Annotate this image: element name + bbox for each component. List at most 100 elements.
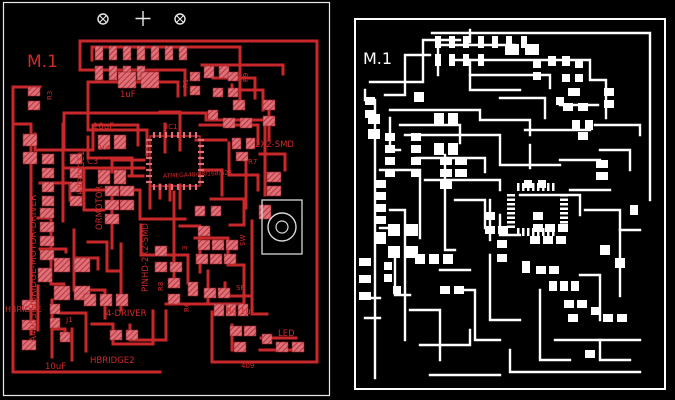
copper-pad — [212, 87, 224, 98]
label-r3: R3 — [46, 91, 54, 100]
copper-pad — [235, 151, 249, 162]
trace-mask-panel: M.1 — [354, 18, 666, 390]
mask-pad — [415, 254, 425, 264]
mask-traces — [363, 28, 652, 380]
copper-pad — [117, 71, 137, 89]
label-sr: SR — [236, 284, 245, 292]
copper-pad — [194, 205, 206, 217]
copper-pad — [213, 303, 225, 317]
mask-board-outline — [354, 18, 666, 390]
copper-pad — [113, 134, 127, 150]
mask-pin — [560, 221, 568, 224]
label-hbridge1: HBRIDGE1 — [77, 150, 87, 195]
mask-pin — [507, 212, 515, 215]
copper-pad — [262, 99, 276, 111]
mask-pad — [411, 169, 421, 177]
copper-pad — [210, 205, 222, 217]
mask-trace — [414, 156, 487, 174]
copper-pad — [140, 71, 160, 89]
copper-pad — [69, 167, 83, 179]
copper-pad — [49, 317, 61, 329]
label-j1: J1 — [65, 316, 73, 324]
copper-pad — [69, 181, 83, 193]
copper-pad — [69, 195, 83, 207]
mask-pad — [591, 307, 599, 315]
mask-pad — [374, 204, 386, 212]
mask-pad — [448, 113, 458, 125]
copper-pad — [115, 293, 129, 307]
mask-pad — [564, 300, 574, 308]
copper-pad — [245, 137, 256, 150]
mask-pad — [575, 60, 583, 68]
mask-pin — [527, 228, 530, 236]
mask-pad — [556, 236, 566, 244]
mask-pin — [507, 203, 515, 206]
mask-pad — [440, 181, 452, 189]
label-h-bridge: HBRIDGE — [5, 305, 42, 314]
copper-pad — [203, 65, 215, 79]
left-panel-title: M.1 — [27, 52, 58, 72]
label-r4-1uf: R4 1uf — [226, 307, 255, 317]
mask-pad — [359, 275, 371, 283]
mask-pad — [368, 114, 380, 124]
mask-pin — [560, 216, 568, 219]
mask-pin — [547, 183, 550, 191]
copper-pad — [266, 171, 282, 183]
right-panel-title: M.1 — [363, 49, 392, 68]
copper-pad — [218, 65, 230, 79]
mask-pad — [449, 36, 455, 48]
mask-pad — [385, 133, 395, 141]
mask-pad — [585, 120, 593, 130]
mask-pad — [506, 36, 512, 48]
label-2x2-top: 2X2-SMD — [255, 140, 294, 150]
mask-pin — [527, 183, 530, 191]
copper-pad — [217, 287, 231, 299]
mask-pad — [463, 54, 469, 66]
copper-pad — [99, 293, 113, 307]
copper-pad — [261, 333, 273, 345]
mask-pad — [533, 212, 543, 220]
mask-pad — [522, 261, 530, 273]
mask-pad — [604, 88, 614, 96]
mask-trace — [418, 328, 472, 347]
mask-pin — [507, 225, 515, 228]
mask-pin — [560, 198, 568, 201]
copper-pad — [41, 195, 55, 207]
label-10uf-bottom: 10uF — [45, 362, 66, 372]
copper-pad — [59, 331, 71, 343]
mask-pad — [562, 56, 570, 66]
copper-pad — [266, 185, 282, 197]
mask-pad — [478, 36, 484, 48]
copper-pad — [41, 167, 55, 179]
copper-pad — [69, 153, 83, 165]
mcu-chip — [146, 132, 204, 190]
mask-pad — [374, 192, 386, 200]
mask-pad — [411, 157, 421, 165]
label-r9: R9 — [242, 73, 250, 82]
copper-pad — [39, 235, 55, 247]
mask-pad — [406, 224, 418, 236]
label-4-driver: 4-DRIVER — [106, 309, 147, 319]
mask-pad — [575, 74, 583, 82]
copper-pad — [119, 185, 135, 197]
copper-pad — [97, 134, 111, 150]
copper-pad — [154, 261, 168, 273]
label-sw: SW — [239, 235, 247, 246]
pushbutton-switch — [261, 199, 303, 255]
label-motor-connector: ORMOTOR — [95, 185, 105, 230]
copper-pad — [189, 85, 201, 96]
copper-pad — [39, 221, 55, 233]
copper-pad — [169, 261, 183, 273]
mask-pin — [560, 212, 568, 215]
copper-pad — [104, 213, 120, 225]
mask-pad — [497, 254, 507, 262]
mask-pad — [440, 157, 452, 165]
mask-trace — [518, 193, 582, 217]
mask-pad — [429, 254, 439, 264]
copper-pad — [154, 245, 168, 257]
mask-trace — [598, 148, 632, 172]
label-mcu: ATMEGA48/88/168/328 — [163, 169, 233, 180]
copper-pad — [207, 109, 219, 121]
copper-pad — [227, 87, 239, 98]
copper-pad — [39, 207, 55, 219]
